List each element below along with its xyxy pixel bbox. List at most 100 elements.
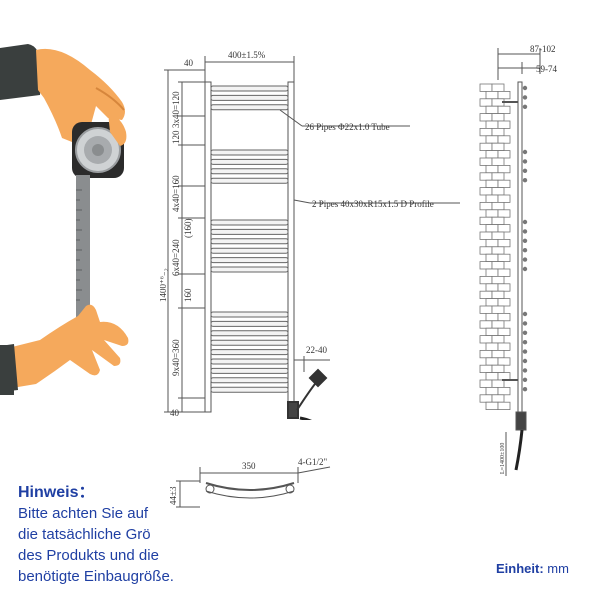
dim-element-offset: 22-40 bbox=[306, 345, 327, 355]
brick bbox=[491, 216, 505, 225]
annotation-profile: 2 Pipes 40x30xR15x1.5 D Profile bbox=[312, 199, 434, 209]
side-view-drawing: 87-102 59-74 L=1400±100 bbox=[479, 44, 557, 476]
brick bbox=[479, 172, 493, 181]
brick bbox=[491, 201, 505, 211]
tube bbox=[210, 257, 289, 264]
brick bbox=[491, 349, 505, 359]
brick bbox=[497, 283, 511, 292]
brick bbox=[485, 179, 499, 188]
brick bbox=[497, 120, 511, 129]
tube-end bbox=[522, 340, 528, 345]
dim-depth-wall: 59-74 bbox=[536, 64, 557, 74]
brick bbox=[485, 401, 499, 411]
brick bbox=[485, 135, 499, 144]
brick bbox=[485, 342, 499, 351]
tube bbox=[210, 228, 289, 235]
dim-gap3: 160 bbox=[183, 288, 193, 302]
upper-hand bbox=[36, 48, 125, 142]
tube-end bbox=[522, 178, 528, 183]
brick bbox=[491, 187, 505, 196]
brick bbox=[497, 357, 511, 366]
brick bbox=[479, 320, 493, 329]
brick bbox=[491, 305, 505, 314]
dim-depth-total: 87-102 bbox=[530, 44, 556, 54]
brick bbox=[491, 335, 505, 344]
tape-blade bbox=[76, 175, 90, 345]
tube bbox=[210, 247, 289, 254]
brick bbox=[485, 91, 499, 100]
brick bbox=[491, 113, 505, 122]
brick bbox=[485, 372, 499, 381]
tube bbox=[210, 386, 289, 393]
tube bbox=[210, 367, 289, 374]
tube-end bbox=[522, 104, 528, 110]
brick bbox=[479, 113, 493, 122]
brick bbox=[485, 283, 499, 292]
dim-width: 400±1.5% bbox=[228, 50, 266, 60]
dim-bottom-depth: 44±3 bbox=[170, 486, 178, 505]
tube bbox=[210, 94, 289, 101]
brick bbox=[497, 327, 511, 337]
tube-end bbox=[522, 368, 528, 373]
tube-end bbox=[522, 349, 528, 354]
tube-end bbox=[522, 85, 528, 91]
brick bbox=[497, 224, 511, 233]
brick bbox=[485, 238, 499, 248]
brick bbox=[485, 150, 499, 159]
brick bbox=[497, 386, 511, 396]
tube bbox=[210, 238, 289, 245]
brick bbox=[491, 364, 505, 374]
brick bbox=[485, 253, 499, 262]
brick bbox=[479, 231, 493, 240]
dim-top-group: 3x40=120 bbox=[171, 91, 181, 128]
brick bbox=[485, 268, 499, 277]
tube-end bbox=[522, 311, 528, 317]
brick bbox=[497, 238, 511, 248]
brick bbox=[497, 209, 511, 218]
brick bbox=[485, 312, 499, 322]
tube-end bbox=[522, 168, 528, 173]
tube-end bbox=[522, 229, 528, 234]
brick bbox=[479, 305, 493, 314]
tube-end bbox=[522, 149, 528, 155]
tube-end bbox=[522, 248, 528, 253]
lower-hand bbox=[0, 304, 129, 390]
tube bbox=[210, 168, 289, 175]
dim-connector: 4-G1/2" bbox=[298, 457, 327, 467]
dim-group3: 6x40=240 bbox=[171, 239, 181, 276]
brick bbox=[491, 172, 505, 181]
brick bbox=[479, 290, 493, 299]
brick bbox=[491, 290, 505, 299]
tube bbox=[210, 104, 289, 111]
hinweis-line-4: benötigte Einbaugröße. bbox=[18, 568, 174, 585]
bottom-view-drawing: 350 4-G1/2" 44±3 bbox=[170, 457, 331, 508]
tube-end bbox=[522, 257, 528, 262]
brick bbox=[479, 349, 493, 359]
brick bbox=[497, 312, 511, 322]
tape-measure-icon bbox=[72, 122, 124, 178]
brick bbox=[497, 165, 511, 174]
unit-label: Einheit: mm bbox=[496, 561, 569, 576]
brick bbox=[497, 268, 511, 277]
tube bbox=[210, 358, 289, 365]
dim-gap2: (160) bbox=[183, 219, 193, 239]
tube-end bbox=[522, 377, 528, 382]
dim-group2: 4x40=160 bbox=[171, 175, 181, 212]
dim-bottom-width: 350 bbox=[242, 461, 256, 471]
brick bbox=[485, 224, 499, 233]
brick bbox=[491, 157, 505, 166]
brick bbox=[479, 379, 493, 388]
brick bbox=[479, 246, 493, 255]
tube bbox=[210, 219, 289, 226]
brick bbox=[491, 246, 505, 255]
brick bbox=[497, 342, 511, 351]
brick bbox=[491, 231, 505, 240]
tube-end bbox=[522, 266, 528, 272]
unit-label-key: Einheit: bbox=[496, 561, 544, 576]
tube bbox=[210, 330, 289, 337]
tube bbox=[210, 85, 289, 92]
annotation-pipes: 26 Pipes Φ22x1.0 Tube bbox=[305, 122, 390, 132]
tube-end bbox=[522, 219, 528, 225]
brick bbox=[479, 335, 493, 344]
dim-bottom-offset: 40 bbox=[170, 408, 180, 418]
